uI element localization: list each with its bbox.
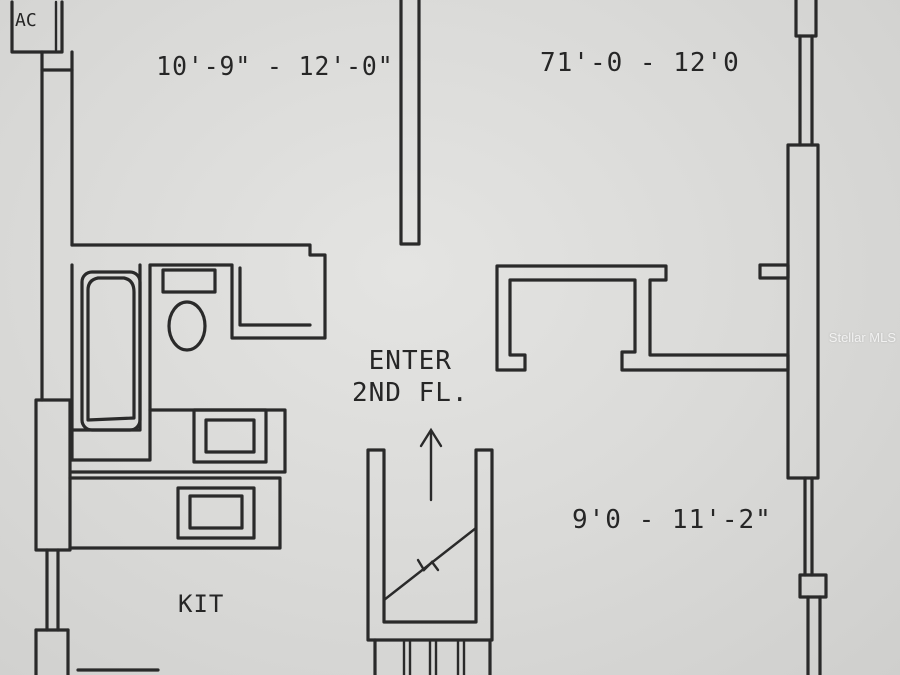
bedroom-partition-wall xyxy=(399,0,421,246)
entry-label-line1: ENTER xyxy=(368,346,452,376)
entry-label: ENTER 2ND FL. xyxy=(352,345,469,409)
entry-label-line2: 2ND FL. xyxy=(352,378,469,408)
kitchen-label: KIT xyxy=(178,590,225,618)
ac-label: AC xyxy=(15,10,37,31)
bedroom-one-dimensions: 10'-9" - 12'-0" xyxy=(156,52,394,82)
kitchen-counter xyxy=(68,476,282,672)
living-room-dimensions: 9'0 - 11'-2" xyxy=(572,505,772,535)
closet-walls xyxy=(495,263,790,372)
right-exterior-wall xyxy=(786,0,828,675)
bath-vanity xyxy=(70,408,287,474)
bathtub xyxy=(80,270,142,432)
ac-unit xyxy=(10,0,64,54)
left-exterior-wall xyxy=(34,50,74,675)
entry-arrow xyxy=(419,427,443,502)
stairwell xyxy=(366,448,494,675)
watermark: Stellar MLS xyxy=(828,330,896,345)
bedroom-two-dimensions: 71'-0 - 12'0 xyxy=(540,48,740,78)
toilet xyxy=(161,268,217,352)
